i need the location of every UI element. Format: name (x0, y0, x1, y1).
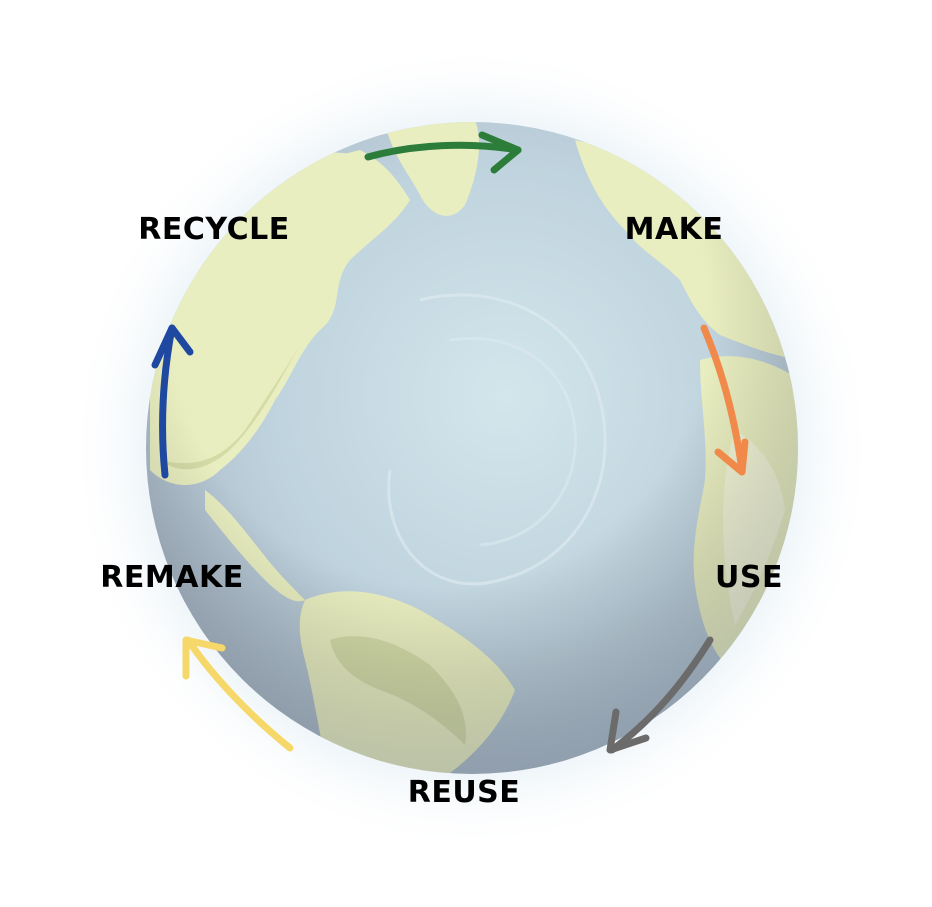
arrow-use-to-reuse (608, 636, 714, 754)
step-label-reuse: REUSE (407, 775, 521, 810)
step-label-remake: REMAKE (100, 560, 244, 595)
arrow-reuse-to-remake (184, 636, 294, 752)
step-label-recycle: RECYCLE (138, 212, 290, 247)
arrow-head-recycle-to-make (478, 131, 522, 174)
step-label-make: MAKE (624, 212, 724, 247)
arrow-head-remake-to-recycle (151, 324, 194, 369)
arrow-recycle-to-make (364, 141, 522, 161)
arrow-make-to-use (700, 324, 746, 474)
step-label-use: USE (715, 560, 783, 595)
globe-shading (146, 122, 798, 774)
arrow-head-reuse-to-remake (182, 636, 226, 680)
arrow-head-use-to-reuse (606, 708, 650, 754)
arrow-remake-to-recycle (159, 324, 176, 479)
arrow-head-make-to-use (714, 438, 749, 476)
